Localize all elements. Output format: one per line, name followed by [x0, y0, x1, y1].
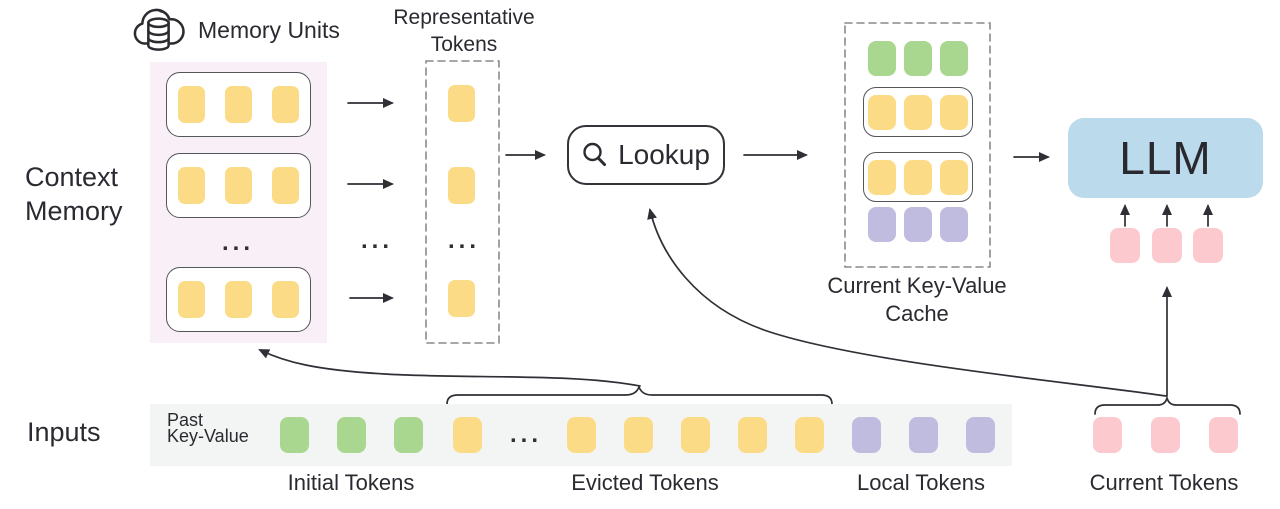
memory-token [178, 167, 205, 204]
evicted-token [795, 417, 824, 453]
representative-token [448, 167, 475, 204]
cloud-database-icon [133, 8, 185, 51]
search-icon [583, 142, 607, 166]
current-kv-cache-label: Current Key-Value Cache [827, 273, 1007, 326]
evicted-ellipsis: ... [510, 421, 543, 448]
memory-token [272, 86, 299, 123]
llm-input-token [1193, 228, 1223, 263]
cache-token-yellow [868, 159, 896, 195]
cache-token-yellow [904, 159, 932, 195]
current-token [1151, 417, 1180, 453]
representative-tokens-label: Representative Tokens [393, 6, 535, 56]
brace-current-tokens [1094, 394, 1241, 415]
llm-label: LLM [1119, 132, 1212, 184]
initial-tokens-group [280, 417, 423, 453]
cache-local-row [868, 207, 968, 242]
evicted-token [624, 417, 653, 453]
local-token [966, 417, 995, 453]
cache-token-yellow [904, 94, 932, 130]
memory-token [272, 167, 299, 204]
cache-token-purple [868, 207, 896, 242]
cache-token-green [940, 41, 968, 76]
llm-input-token [1110, 228, 1140, 263]
cache-token-yellow [940, 159, 968, 195]
brace-evicted-tokens [446, 384, 833, 405]
initial-tokens-label: Initial Tokens [287, 470, 415, 495]
cache-memory-unit-1 [863, 87, 973, 137]
context-memory-label-line1: Context [25, 162, 119, 192]
memory-token [178, 86, 205, 123]
cache-memory-unit-2 [863, 152, 973, 202]
memory-token [178, 281, 205, 318]
inputs-label: Inputs [27, 417, 101, 447]
representative-token [448, 85, 475, 122]
memory-token [225, 86, 252, 123]
evicted-tokens-label: Evicted Tokens [571, 470, 719, 495]
current-tokens-group [1093, 417, 1238, 453]
context-memory-label-line2: Memory [25, 196, 123, 226]
memory-unit-row-1 [166, 72, 311, 137]
memory-token [272, 281, 299, 318]
evicted-token [681, 417, 710, 453]
past-key-value-label: Past Key-Value [167, 410, 249, 446]
initial-token [394, 417, 423, 453]
representative-token [448, 280, 475, 317]
evicted-token [738, 417, 767, 453]
memory-unit-row-2 [166, 153, 311, 218]
cache-token-yellow [940, 94, 968, 130]
context-memory-label: Context Memory [25, 160, 123, 228]
cache-initial-row [868, 41, 968, 76]
cache-token-purple [904, 207, 932, 242]
mid-ellipsis: ... [361, 227, 394, 254]
memory-units-label: Memory Units [198, 16, 340, 43]
curve-evicted-to-memory [258, 349, 641, 387]
representative-ellipsis: ... [448, 227, 481, 254]
current-tokens-label: Current Tokens [1089, 470, 1239, 495]
llm-box: LLM [1068, 118, 1263, 198]
initial-token [280, 417, 309, 453]
local-token [909, 417, 938, 453]
lookup-button[interactable]: Lookup [567, 125, 725, 185]
memory-ellipsis: ... [222, 229, 255, 256]
cache-token-purple [940, 207, 968, 242]
evicted-tokens-group: ... [453, 417, 824, 453]
context-memory-box: ... [150, 62, 327, 343]
cache-token-green [904, 41, 932, 76]
cache-token-yellow [868, 94, 896, 130]
local-tokens-label: Local Tokens [856, 470, 986, 495]
current-token [1093, 417, 1122, 453]
evicted-token [567, 417, 596, 453]
local-tokens-group [852, 417, 995, 453]
local-token [852, 417, 881, 453]
memory-token [225, 167, 252, 204]
cache-token-green [868, 41, 896, 76]
initial-token [337, 417, 366, 453]
lookup-label: Lookup [618, 139, 710, 170]
memory-token [225, 281, 252, 318]
llm-input-token [1152, 228, 1182, 263]
memory-unit-row-3 [166, 267, 311, 332]
memory-units-header: Memory Units [127, 2, 340, 58]
current-token [1209, 417, 1238, 453]
evicted-token [453, 417, 482, 453]
